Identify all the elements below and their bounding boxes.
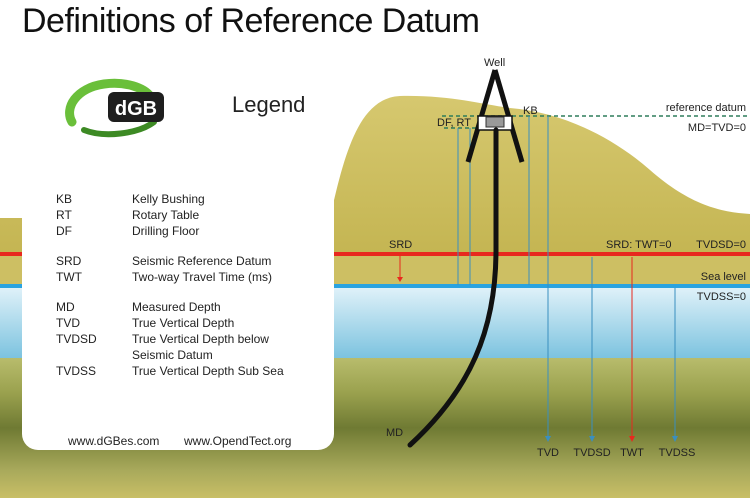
well-bore xyxy=(407,127,499,448)
legend-entry: TWT Two-way Travel Time (ms) xyxy=(56,270,272,284)
legend-entry: TVDSD True Vertical Depth below xyxy=(56,332,269,346)
logo-text: dGB xyxy=(115,98,157,120)
tvdss-label: TVDSS xyxy=(659,447,696,459)
twt-arrowhead xyxy=(629,436,635,442)
legend-entry: Seismic Datum xyxy=(56,348,213,362)
legend-abbr: DF xyxy=(56,224,72,238)
legend-desc: Drilling Floor xyxy=(132,224,200,238)
md-label: MD xyxy=(386,427,403,439)
legend-entry: TVD True Vertical Depth xyxy=(56,316,234,330)
website-link-opendtect[interactable]: www.OpendTect.org xyxy=(184,434,292,448)
well-label: Well xyxy=(484,57,505,69)
legend-abbr: MD xyxy=(56,300,75,314)
legend-abbr: TVDSD xyxy=(56,332,97,346)
legend-abbr: TWT xyxy=(56,270,82,284)
tvd-arrowhead xyxy=(545,436,551,442)
twt-label: TWT xyxy=(620,447,644,459)
hill-terrain xyxy=(0,95,750,256)
tvdsd-arrowhead xyxy=(589,436,595,442)
legend-desc: True Vertical Depth xyxy=(132,316,235,330)
kb-label: KB xyxy=(523,105,538,117)
legend-entry: KB Kelly Bushing xyxy=(56,192,205,206)
legend-desc: Rotary Table xyxy=(132,208,200,222)
legend-entry: DF Drilling Floor xyxy=(56,224,199,238)
legend-entry: MD Measured Depth xyxy=(56,300,221,314)
df-rt-label: DF, RT xyxy=(437,117,471,129)
legend-desc: Seismic Datum xyxy=(132,348,213,362)
tvdss-arrowhead xyxy=(672,436,678,442)
drilling-rig xyxy=(465,69,525,163)
legend-card: dGB Legend KB Kelly Bushing RT Rotary Tabl… xyxy=(22,78,334,450)
legend-desc: True Vertical Depth Sub Sea xyxy=(132,364,284,378)
legend-abbr: TVD xyxy=(56,316,80,330)
page-title: Definitions of Reference Datum xyxy=(22,2,480,40)
legend-desc: Kelly Bushing xyxy=(132,192,205,206)
dgb-logo: dGB xyxy=(65,78,164,138)
tvdsd-zero-label: TVDSD=0 xyxy=(696,239,746,251)
legend-desc: Seismic Reference Datum xyxy=(132,254,272,268)
legend-desc: Measured Depth xyxy=(132,300,221,314)
tvdsd-label: TVDSD xyxy=(573,447,610,459)
legend-desc: Two-way Travel Time (ms) xyxy=(132,270,273,284)
tvd-label: TVD xyxy=(537,447,559,459)
srd-marker-arrow xyxy=(397,277,403,282)
srd-twt-zero-label: SRD: TWT=0 xyxy=(606,239,672,251)
legend-entry: SRD Seismic Reference Datum xyxy=(56,254,271,268)
reference-datum-label: reference datum xyxy=(666,102,746,114)
legend-entry: TVDSS True Vertical Depth Sub Sea xyxy=(56,364,284,378)
tvdss-zero-label: TVDSS=0 xyxy=(697,291,746,303)
legend-abbr: TVDSS xyxy=(56,364,97,378)
legend-abbr: RT xyxy=(56,208,72,222)
legend-desc: True Vertical Depth below xyxy=(132,332,269,346)
legend-abbr: KB xyxy=(56,192,73,206)
srd-label: SRD xyxy=(389,239,412,251)
md-tvd-zero-label: MD=TVD=0 xyxy=(688,122,746,134)
legend-entry: RT Rotary Table xyxy=(56,208,199,222)
website-link-dgbes[interactable]: www.dGBes.com xyxy=(68,434,160,448)
sea-level-label: Sea level xyxy=(701,271,746,283)
legend-abbr: SRD xyxy=(56,254,82,268)
legend-title: Legend xyxy=(232,92,306,117)
